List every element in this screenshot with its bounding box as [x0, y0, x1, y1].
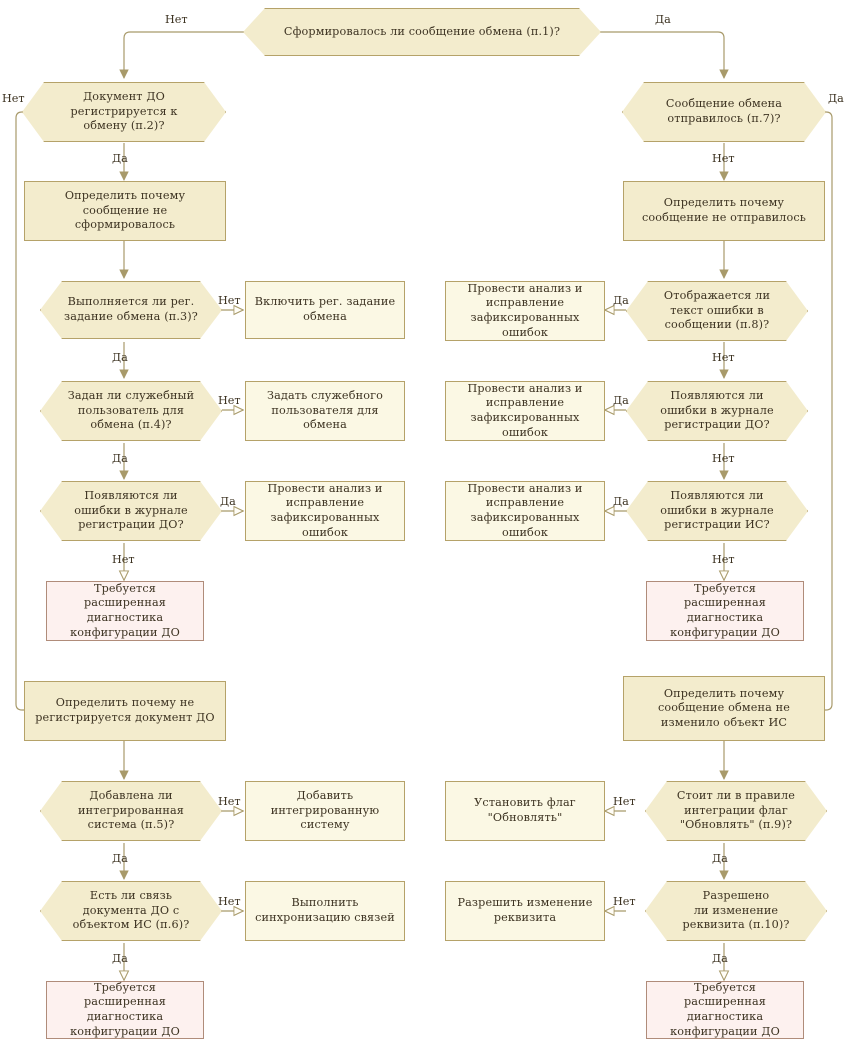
decision-message-sent[interactable]: Сообщение обмена отправилось (п.7)?: [622, 82, 826, 142]
terminal-extended-diagnostics-left-2[interactable]: Требуется расширенная диагностика конфиг…: [46, 981, 204, 1039]
node-label: Определить почему сообщение обмена не из…: [658, 686, 790, 729]
edge-label-n23-no: Нет: [712, 553, 735, 566]
decision-scheduled-job-running[interactable]: Выполняется ли рег. задание обмена (п.3)…: [40, 281, 222, 339]
action-analyze-fix-errors-right-1[interactable]: Провести анализ и исправление зафиксиров…: [445, 281, 605, 341]
decision-errors-in-do-log-left[interactable]: Появляются ли ошибки в журнале регистрац…: [40, 481, 222, 541]
edge-label-n17-yes: Да: [828, 92, 844, 105]
terminal-extended-diagnostics-right-1[interactable]: Требуется расширенная диагностика конфиг…: [646, 581, 804, 641]
action-set-service-user[interactable]: Задать служебного пользователя для обмен…: [245, 381, 405, 441]
edge-label-n6-no: Нет: [218, 394, 241, 407]
edge-label-n12-no: Нет: [218, 795, 241, 808]
edge-label-n4-yes: Да: [112, 351, 128, 364]
action-add-integrated-system[interactable]: Добавить интегрированную систему: [245, 781, 405, 841]
edge-label-n2-yes: Да: [112, 152, 128, 165]
edge-label-n23-yes: Да: [613, 495, 629, 508]
node-label: Провести анализ и исправление зафиксиров…: [467, 481, 583, 539]
node-label: Стоит ли в правиле интеграции флаг "Обно…: [676, 789, 796, 832]
decision-document-registered[interactable]: Документ ДО регистрируется к обмену (п.2…: [22, 82, 226, 142]
node-label: Провести анализ и исправление зафиксиров…: [467, 381, 583, 439]
node-label: Установить флаг "Обновлять": [474, 796, 576, 824]
edge-label-n2-no: Нет: [2, 92, 25, 105]
node-label: Провести анализ и исправление зафиксиров…: [467, 281, 583, 339]
node-label: Разрешено ли изменение реквизита (п.10)?: [682, 889, 790, 932]
node-label: Разрешить изменение реквизита: [457, 896, 593, 924]
node-label: Требуется расширенная диагностика конфиг…: [70, 980, 180, 1038]
action-allow-attribute-change[interactable]: Разрешить изменение реквизита: [445, 881, 605, 941]
edge-label-n1-yes: Да: [655, 13, 671, 26]
node-label: Задать служебного пользователя для обмен…: [267, 389, 383, 432]
terminal-extended-diagnostics-left-1[interactable]: Требуется расширенная диагностика конфиг…: [46, 581, 204, 641]
decision-attribute-change-allowed[interactable]: Разрешено ли изменение реквизита (п.10)?: [645, 881, 827, 941]
node-label: Определить почему не регистрируется доку…: [35, 696, 215, 724]
action-analyze-fix-errors-left-1[interactable]: Провести анализ и исправление зафиксиров…: [245, 481, 405, 541]
node-label: Включить рег. задание обмена: [254, 295, 396, 323]
edge-label-n21-no: Нет: [712, 452, 735, 465]
edge-n1-no: [119, 31, 243, 79]
edge-label-n14-no: Нет: [218, 895, 241, 908]
node-label: Требуется расширенная диагностика конфиг…: [70, 581, 180, 639]
edge-label-n27-yes: Да: [712, 852, 728, 865]
edge-label-n29-yes: Да: [712, 952, 728, 965]
decision-error-text-displayed[interactable]: Отображается ли текст ошибки в сообщении…: [626, 281, 808, 341]
edge-label-n21-yes: Да: [613, 394, 629, 407]
edge-label-n19-yes: Да: [613, 294, 629, 307]
node-label: Появляются ли ошибки в журнале регистрац…: [660, 389, 774, 432]
node-label: Требуется расширенная диагностика конфиг…: [670, 980, 780, 1038]
action-sync-links[interactable]: Выполнить синхронизацию связей: [245, 881, 405, 941]
edge-label-n17-no: Нет: [712, 152, 735, 165]
edge-label-n27-no: Нет: [613, 795, 636, 808]
action-enable-scheduled-job[interactable]: Включить рег. задание обмена: [245, 281, 405, 339]
node-label: Отображается ли текст ошибки в сообщении…: [663, 289, 771, 332]
action-set-update-flag[interactable]: Установить флаг "Обновлять": [445, 781, 605, 841]
node-label: Сообщение обмена отправилось (п.7)?: [665, 97, 783, 125]
decision-errors-in-is-log[interactable]: Появляются ли ошибки в журнале регистрац…: [626, 481, 808, 541]
edge-label-n29-no: Нет: [613, 895, 636, 908]
decision-message-formed[interactable]: Сформировалось ли сообщение обмена (п.1)…: [243, 8, 601, 56]
node-label: Требуется расширенная диагностика конфиг…: [670, 581, 780, 639]
process-determine-not-formed[interactable]: Определить почему сообщение не сформиров…: [24, 181, 226, 241]
process-determine-doc-not-registered[interactable]: Определить почему не регистрируется доку…: [24, 681, 226, 741]
terminal-extended-diagnostics-right-2[interactable]: Требуется расширенная диагностика конфиг…: [646, 981, 804, 1039]
node-label: Документ ДО регистрируется к обмену (п.2…: [70, 90, 178, 133]
edge-label-n8-yes: Да: [220, 495, 236, 508]
edge-label-n6-yes: Да: [112, 452, 128, 465]
edge-label-n4-no: Нет: [218, 294, 241, 307]
node-label: Определить почему сообщение не отправило…: [642, 196, 806, 224]
decision-service-user-set[interactable]: Задан ли служебный пользователь для обме…: [40, 381, 222, 441]
action-analyze-fix-errors-right-2[interactable]: Провести анализ и исправление зафиксиров…: [445, 381, 605, 441]
edge-label-n12-yes: Да: [112, 852, 128, 865]
decision-document-object-link[interactable]: Есть ли связь документа ДО с объектом ИС…: [40, 881, 222, 941]
node-label: Провести анализ и исправление зафиксиров…: [267, 481, 383, 539]
node-label: Добавить интегрированную систему: [270, 789, 380, 832]
node-label: Сформировалось ли сообщение обмена (п.1)…: [283, 24, 561, 38]
node-label: Выполняется ли рег. задание обмена (п.3)…: [64, 295, 198, 323]
node-label: Добавлена ли интегрированная система (п.…: [78, 789, 184, 832]
node-label: Задан ли служебный пользователь для обме…: [67, 389, 195, 432]
node-label: Есть ли связь документа ДО с объектом ИС…: [72, 889, 190, 932]
decision-integrated-system-added[interactable]: Добавлена ли интегрированная система (п.…: [40, 781, 222, 841]
edge-label-n19-no: Нет: [712, 351, 735, 364]
node-label: Определить почему сообщение не сформиров…: [64, 189, 186, 232]
edge-n1-yes: [601, 31, 729, 79]
decision-errors-in-do-log-right[interactable]: Появляются ли ошибки в журнале регистрац…: [626, 381, 808, 441]
action-analyze-fix-errors-right-3[interactable]: Провести анализ и исправление зафиксиров…: [445, 481, 605, 541]
node-label: Появляются ли ошибки в журнале регистрац…: [74, 489, 188, 532]
process-determine-object-not-changed[interactable]: Определить почему сообщение обмена не из…: [623, 676, 825, 741]
edge-label-n1-no: Нет: [165, 13, 188, 26]
edge-label-n14-yes: Да: [112, 952, 128, 965]
node-label: Появляются ли ошибки в журнале регистрац…: [660, 489, 774, 532]
node-label: Выполнить синхронизацию связей: [255, 896, 395, 924]
decision-update-flag-set[interactable]: Стоит ли в правиле интеграции флаг "Обно…: [645, 781, 827, 841]
edge-label-n8-no: Нет: [112, 553, 135, 566]
process-determine-not-sent[interactable]: Определить почему сообщение не отправило…: [623, 181, 825, 241]
